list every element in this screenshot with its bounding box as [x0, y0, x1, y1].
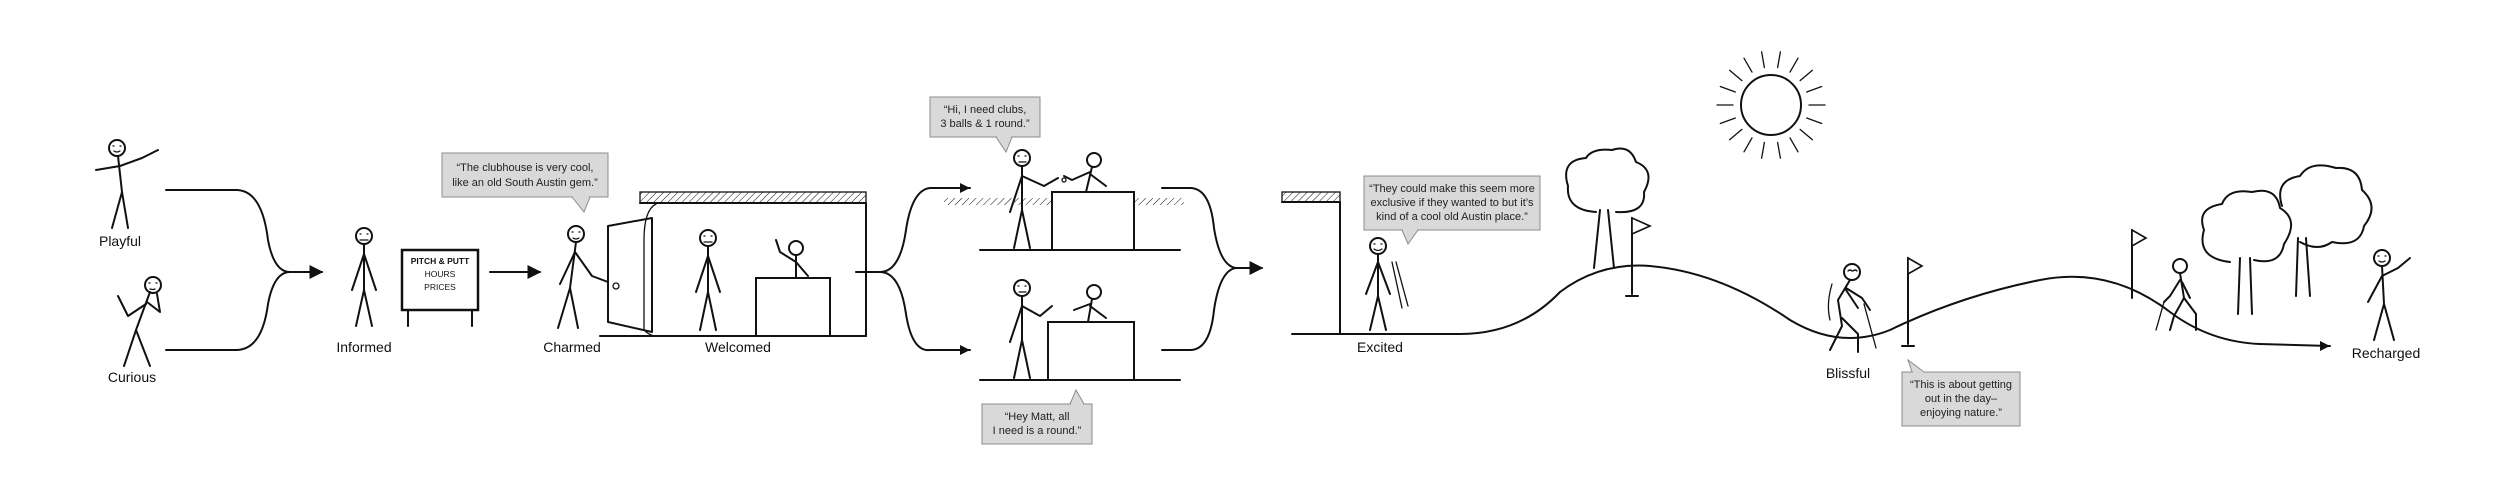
quote-nature-line2: out in the day–: [1925, 393, 1998, 405]
playful-figure: [95, 139, 159, 229]
quote-nature-line3: enjoying nature.”: [1920, 407, 2002, 419]
curious-label: Curious: [108, 369, 156, 385]
quote-clubs-line1: “Hi, I need clubs,: [944, 104, 1027, 116]
clubhouse-building: [599, 191, 867, 337]
charmed-label: Charmed: [543, 339, 601, 355]
sun-ray: [1806, 85, 1823, 93]
sun-ray: [1789, 57, 1799, 73]
sun-ray: [1728, 69, 1743, 82]
blissful-golfer: [1827, 263, 1877, 353]
sun-ray: [1799, 128, 1814, 141]
excited-label: Excited: [1357, 339, 1403, 355]
quote-nature-line1: “This is about getting: [1910, 379, 2012, 391]
quote-clubhouse-line1: “The clubhouse is very cool,: [457, 162, 594, 174]
sign-hours: HOURS: [425, 269, 456, 279]
pitch-putt-sign: PITCH & PUTT HOURS PRICES: [400, 248, 480, 327]
golf-flag-icon: [1625, 216, 1652, 297]
sun-ray: [1719, 85, 1736, 93]
sun-ray: [1719, 117, 1736, 125]
sun-ray: [1760, 141, 1766, 159]
counter-scene-clubs: [944, 149, 1184, 251]
quote-exclusive-line3: kind of a cool old Austin place.”: [1376, 211, 1528, 223]
golf-flag-icon: [1901, 256, 1924, 347]
merge-connector-2: [1161, 187, 1237, 351]
informed-figure: [351, 227, 377, 327]
door-frame: [643, 203, 657, 337]
recharged-figure: [2367, 249, 2411, 341]
speech-bubble-exclusive: “They could make this seem more exclusiv…: [1363, 175, 1541, 246]
quote-clubhouse-line2: like an old South Austin gem.”: [452, 177, 598, 189]
golf-flag-icon: [2131, 228, 2148, 299]
quote-clubs-line2: 3 balls & 1 round.”: [940, 118, 1030, 130]
sun-ray: [1743, 57, 1753, 73]
recharged-label: Recharged: [2352, 345, 2421, 361]
charmed-figure: [557, 225, 609, 329]
sun-ray: [1776, 141, 1782, 159]
speech-bubble-clubhouse: “The clubhouse is very cool, like an old…: [441, 152, 609, 213]
split-connector: [855, 187, 971, 352]
sun-ray: [1789, 137, 1799, 153]
curious-figure: [117, 276, 162, 367]
sun-ray: [1799, 69, 1814, 82]
open-door: [607, 217, 653, 333]
playful-label: Playful: [99, 233, 141, 249]
quote-round-line1: “Hey Matt, all: [1005, 411, 1070, 423]
putting-golfer: [2155, 258, 2197, 331]
quote-round-line2: I need is a round.”: [993, 425, 1082, 437]
tree-cluster-icon: [2201, 164, 2373, 315]
speech-bubble-nature: “This is about getting out in the day– e…: [1901, 358, 2021, 427]
speech-bubble-round: “Hey Matt, all I need is a round.”: [981, 388, 1093, 445]
speech-bubble-clubs: “Hi, I need clubs, 3 balls & 1 round.”: [929, 96, 1041, 154]
sign-title: PITCH & PUTT: [411, 256, 470, 266]
quote-exclusive-line2: exclusive if they wanted to but it’s: [1370, 197, 1534, 209]
sign-prices: PRICES: [424, 282, 456, 292]
counter-scene-round: [979, 279, 1181, 381]
excited-scene: [1281, 191, 1461, 335]
blissful-label: Blissful: [1826, 365, 1870, 381]
sun-icon: [1716, 51, 1826, 159]
sun-ray: [1806, 117, 1823, 125]
tree-icon: [1565, 147, 1650, 269]
informed-label: Informed: [336, 339, 391, 355]
sun-ray: [1760, 51, 1766, 69]
welcomed-label: Welcomed: [705, 339, 771, 355]
course-path: [1459, 264, 2331, 347]
sun-ray: [1743, 137, 1753, 153]
quote-exclusive-line1: “They could make this seem more: [1369, 183, 1535, 195]
merge-connector-1: [165, 189, 291, 351]
sun-ray: [1776, 51, 1782, 69]
sun-ray: [1728, 128, 1743, 141]
